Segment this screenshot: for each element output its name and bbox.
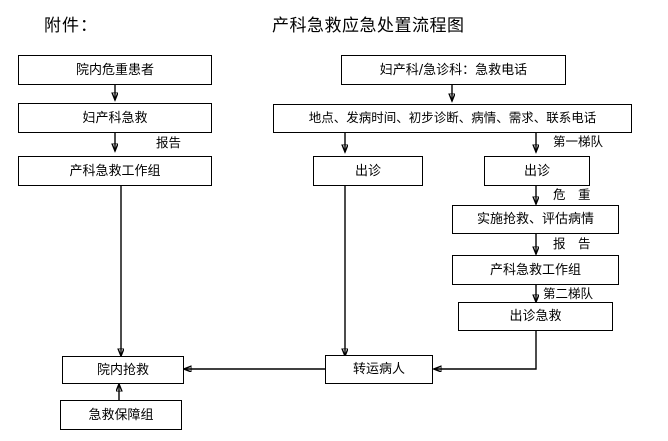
edge-label-critical: 危 重: [553, 187, 591, 202]
node-dispatch-emergency[interactable]: 出诊急救: [458, 302, 613, 331]
attachment-label: 附件：: [44, 16, 98, 36]
node-label: 产科急救工作组: [69, 163, 161, 179]
link-dispatch-emergency-to-transfer: [434, 331, 537, 369]
edge-label-first-echelon: 第一梯队: [553, 134, 604, 149]
edge-label-report-left: 报告: [156, 135, 182, 150]
node-label: 急救保障组: [88, 407, 154, 423]
node-label: 院内抢救: [96, 362, 149, 378]
node-label: 出诊急救: [509, 309, 562, 324]
node-transfer-patient[interactable]: 转运病人: [325, 355, 433, 384]
node-label: 出诊: [523, 163, 550, 179]
node-label: 妇产科急救: [82, 110, 148, 126]
node-obstetric-team-right[interactable]: 产科急救工作组: [452, 255, 619, 285]
node-dispatch-middle[interactable]: 出诊: [313, 156, 423, 186]
node-obgyn-emergency[interactable]: 妇产科急救: [18, 103, 212, 133]
page-title: 产科急救应急处置流程图: [272, 16, 465, 36]
node-label: 出诊: [354, 163, 381, 179]
node-label: 院内危重患者: [75, 62, 154, 78]
node-label: 地点、发病时间、初步诊断、病情、需求、联系电话: [308, 110, 597, 126]
edge-label-report-right: 报 告: [553, 236, 591, 251]
node-label: 转运病人: [352, 362, 405, 377]
node-emergency-call[interactable]: 妇产科/急诊科：急救电话: [341, 55, 566, 85]
node-dispatch-right[interactable]: 出诊: [484, 156, 590, 186]
node-label: 产科急救工作组: [489, 262, 581, 278]
node-in-hospital-rescue[interactable]: 院内抢救: [62, 356, 184, 384]
node-obstetric-team-left[interactable]: 产科急救工作组: [18, 156, 212, 186]
edge-label-second-echelon: 第二梯队: [543, 286, 594, 301]
node-rescue-assess[interactable]: 实施抢救、评估病情: [452, 205, 619, 234]
node-emergency-support[interactable]: 急救保障组: [60, 400, 182, 430]
node-call-details[interactable]: 地点、发病时间、初步诊断、病情、需求、联系电话: [273, 104, 632, 133]
node-label: 妇产科/急诊科：急救电话: [379, 62, 528, 78]
node-label: 实施抢救、评估病情: [476, 212, 594, 227]
node-inpatient-critical[interactable]: 院内危重患者: [18, 55, 212, 85]
